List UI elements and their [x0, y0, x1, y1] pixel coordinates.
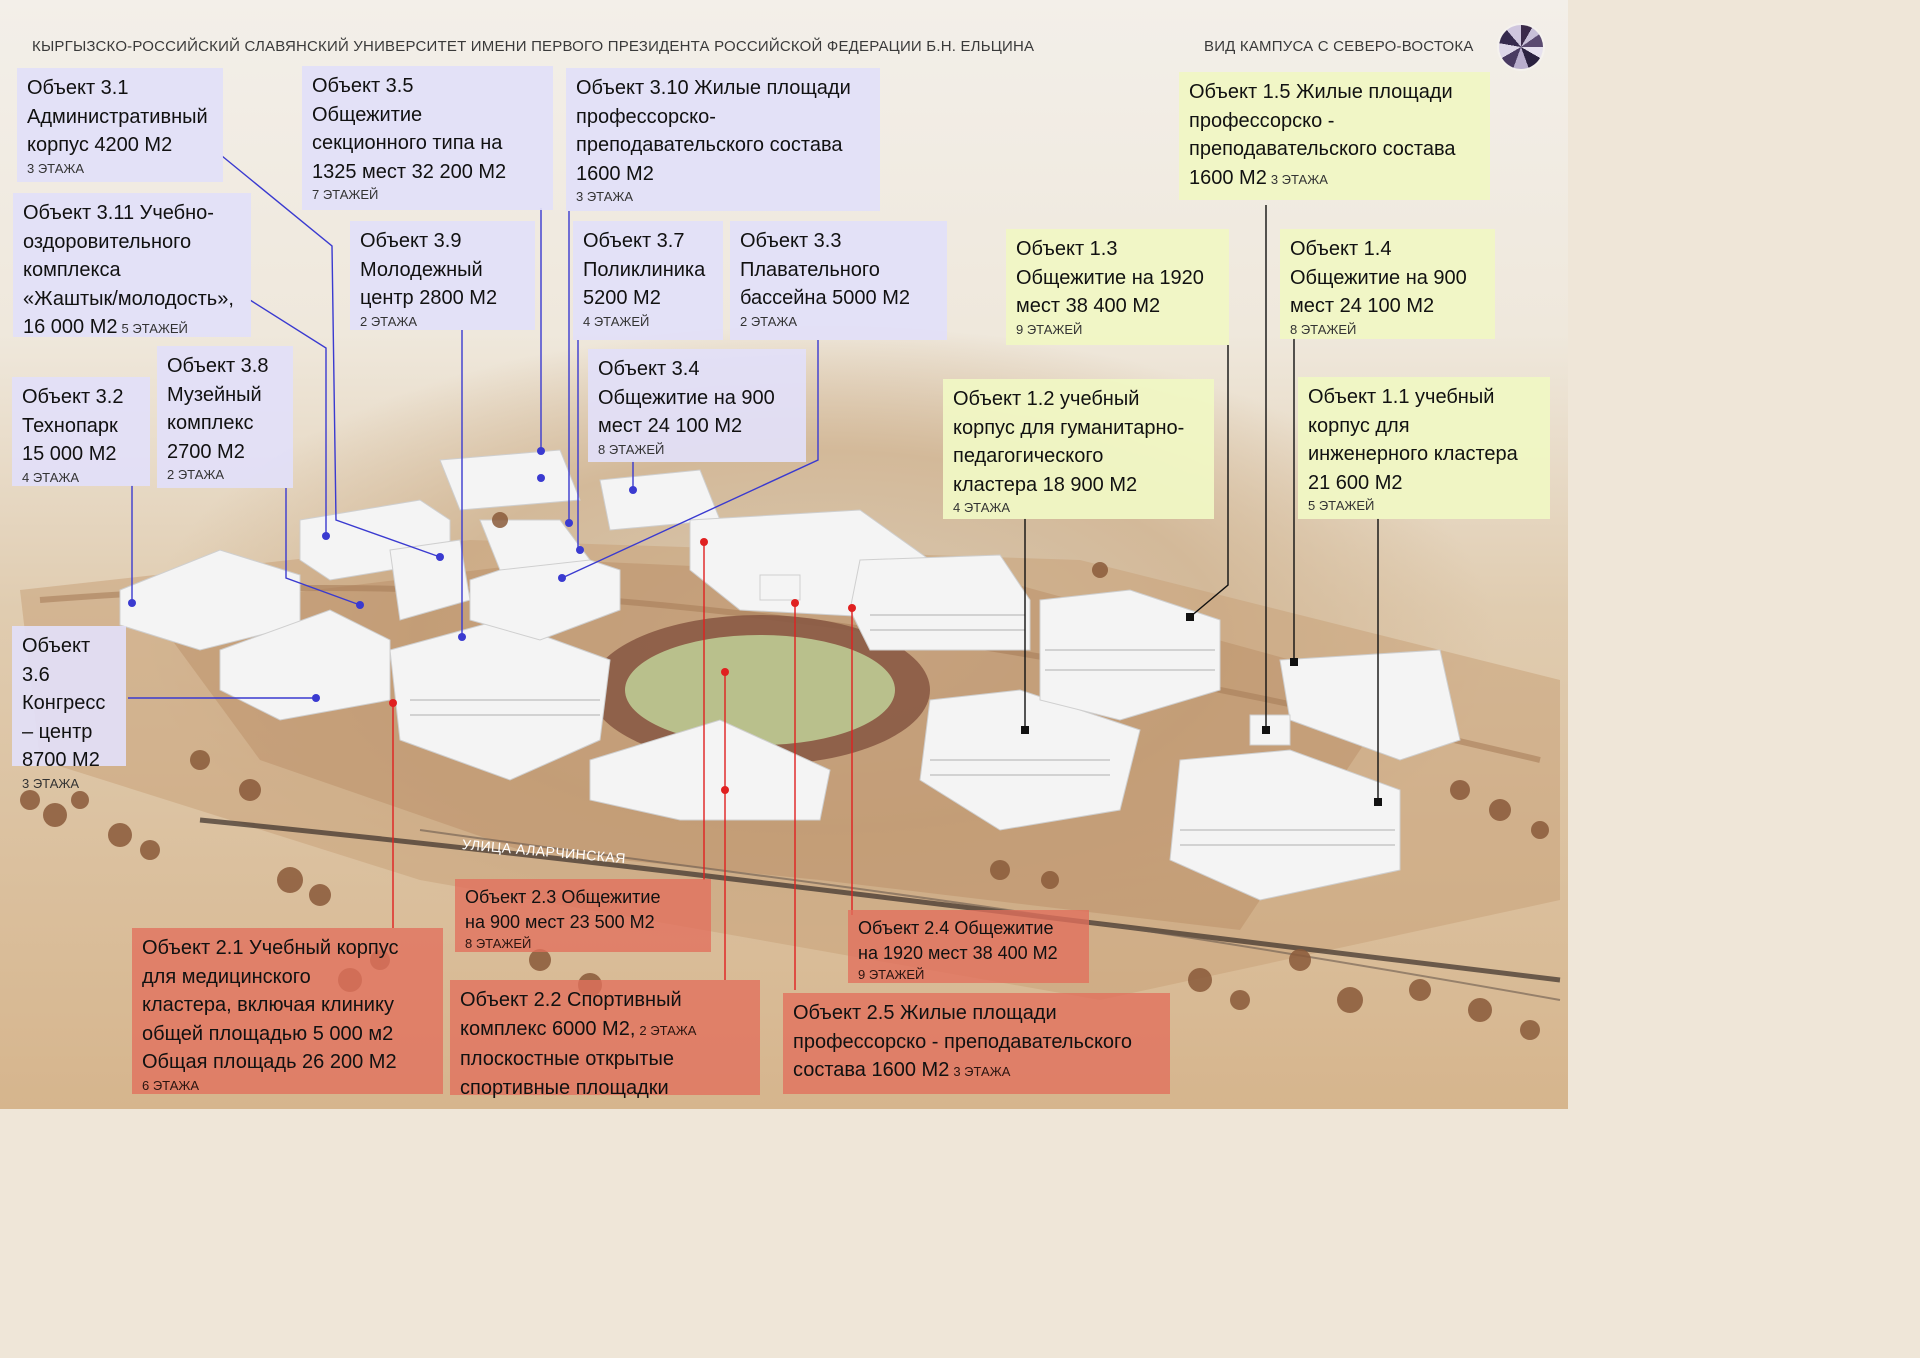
object-floors: 5 ЭТАЖЕЙ	[121, 321, 188, 336]
label-object-3-1: Объект 3.1 Административный корпус 4200 …	[17, 68, 223, 182]
object-floors: 2 ЭТАЖА	[639, 1022, 697, 1038]
label-object-3-9: Объект 3.9 Молодежный центр 2800 М2 2 ЭТ…	[350, 221, 535, 330]
object-title: Объект 2.5 Жилые площади профессорско - …	[793, 1002, 1133, 1081]
object-floors: 2 ЭТАЖА	[360, 313, 418, 329]
object-title: Объект 3.10 Жилые площади профессорско- …	[576, 77, 851, 185]
object-title: Объект 3.1 Административный корпус 4200 …	[27, 77, 208, 156]
object-floors: 9 ЭТАЖЕЙ	[858, 967, 925, 982]
object-title: Объект 1.1 учебный корпус для инженерног…	[1308, 386, 1518, 494]
label-object-1-4: Объект 1.4 Общежитие на 900 мест 24 100 …	[1280, 229, 1495, 339]
object-floors: 4 ЭТАЖА	[953, 500, 1011, 515]
label-object-1-3: Объект 1.3 Общежитие на 1920 мест 38 400…	[1006, 229, 1229, 345]
object-floors: 4 ЭТАЖА	[22, 469, 80, 485]
object-title: Объект 2.2 Спортивный комплекс 6000 М2,2…	[460, 989, 697, 1099]
object-title: Объект 2.3 Общежитие на 900 мест 23 500 …	[465, 887, 661, 932]
label-object-3-7: Объект 3.7 Поликлиника 5200 М2 4 ЭТАЖЕЙ	[573, 221, 723, 340]
object-floors: 8 ЭТАЖЕЙ	[1290, 321, 1357, 337]
label-object-3-3: Объект 3.3 Плавательного бассейна 5000 М…	[730, 221, 947, 340]
object-floors: 3 ЭТАЖА	[1270, 171, 1328, 187]
object-floors: 7 ЭТАЖЕЙ	[312, 187, 379, 202]
view-caption: ВИД КАМПУСА С СЕВЕРО-ВОСТОКА	[1204, 38, 1474, 55]
object-floors: 6 ЭТАЖА	[142, 1077, 200, 1093]
label-object-2-1: Объект 2.1 Учебный корпус для медицинско…	[132, 928, 443, 1094]
object-floors: 3 ЭТАЖА	[953, 1064, 1011, 1079]
object-floors: 4 ЭТАЖЕЙ	[583, 313, 650, 329]
label-object-3-11: Объект 3.11 Учебно- оздоровительного ком…	[13, 193, 251, 338]
label-object-3-4: Объект 3.4 Общежитие на 900 мест 24 100 …	[588, 349, 806, 462]
label-object-1-1: Объект 1.1 учебный корпус для инженерног…	[1298, 377, 1550, 519]
object-title: Объект 3.7 Поликлиника 5200 М2	[583, 230, 706, 309]
label-object-3-8: Объект 3.8 Музейный комплекс 2700 М2 2 Э…	[157, 346, 293, 488]
object-title: Объект 1.3 Общежитие на 1920 мест 38 400…	[1016, 238, 1204, 317]
label-object-1-5: Объект 1.5 Жилые площади профессорско - …	[1179, 72, 1490, 200]
object-floors: 3 ЭТАЖА	[576, 189, 634, 204]
label-object-3-6: Объект 3.6 Конгресс – центр 8700 М2 3 ЭТ…	[12, 626, 126, 791]
label-object-3-2: Объект 3.2 Технопарк 15 000 М2 4 ЭТАЖА	[12, 377, 150, 486]
compass-logo-icon	[1499, 25, 1543, 69]
object-floors: 3 ЭТАЖА	[22, 775, 80, 791]
campus-illustration	[20, 155, 1561, 1040]
object-title: Объект 3.3 Плавательного бассейна 5000 М…	[740, 230, 910, 309]
object-title: Объект 1.2 учебный корпус для гуманитарн…	[953, 388, 1185, 496]
label-object-2-3: Объект 2.3 Общежитие на 900 мест 23 500 …	[455, 879, 711, 952]
object-floors: 2 ЭТАЖА	[167, 467, 225, 482]
label-object-3-5: Объект 3.5 Общежитие секционного типа на…	[302, 66, 553, 210]
object-title: Объект 3.9 Молодежный центр 2800 М2	[360, 230, 498, 309]
object-floors: 2 ЭТАЖА	[740, 313, 798, 329]
label-object-2-4: Объект 2.4 Общежитие на 1920 мест 38 400…	[848, 910, 1089, 983]
label-object-3-10: Объект 3.10 Жилые площади профессорско- …	[566, 68, 880, 211]
object-title: Объект 3.8 Музейный комплекс 2700 М2	[167, 355, 269, 463]
label-object-2-2: Объект 2.2 Спортивный комплекс 6000 М2,2…	[450, 980, 760, 1099]
object-floors: 5 ЭТАЖЕЙ	[1308, 498, 1375, 513]
object-floors: 3 ЭТАЖА	[27, 160, 85, 176]
page-title: КЫРГЫЗСКО-РОССИЙСКИЙ СЛАВЯНСКИЙ УНИВЕРСИ…	[32, 38, 1035, 55]
label-object-1-2: Объект 1.2 учебный корпус для гуманитарн…	[943, 379, 1214, 519]
object-title: Объект 3.11 Учебно- оздоровительного ком…	[23, 202, 234, 338]
object-floors: 8 ЭТАЖЕЙ	[465, 936, 532, 951]
object-title: Объект 3.6 Конгресс – центр 8700 М2	[22, 635, 106, 771]
object-title: Объект 3.2 Технопарк 15 000 М2	[22, 386, 124, 465]
object-title: Объект 3.5 Общежитие секционного типа на…	[312, 75, 507, 183]
object-title: Объект 2.1 Учебный корпус для медицинско…	[142, 937, 399, 1073]
label-object-2-5: Объект 2.5 Жилые площади профессорско - …	[783, 993, 1170, 1094]
object-floors: 8 ЭТАЖЕЙ	[598, 441, 665, 457]
object-title: Объект 2.4 Общежитие на 1920 мест 38 400…	[858, 918, 1058, 963]
object-title: Объект 1.4 Общежитие на 900 мест 24 100 …	[1290, 238, 1467, 317]
object-title: Объект 1.5 Жилые площади профессорско - …	[1189, 81, 1456, 189]
object-title: Объект 3.4 Общежитие на 900 мест 24 100 …	[598, 358, 775, 437]
object-floors: 9 ЭТАЖЕЙ	[1016, 321, 1083, 337]
